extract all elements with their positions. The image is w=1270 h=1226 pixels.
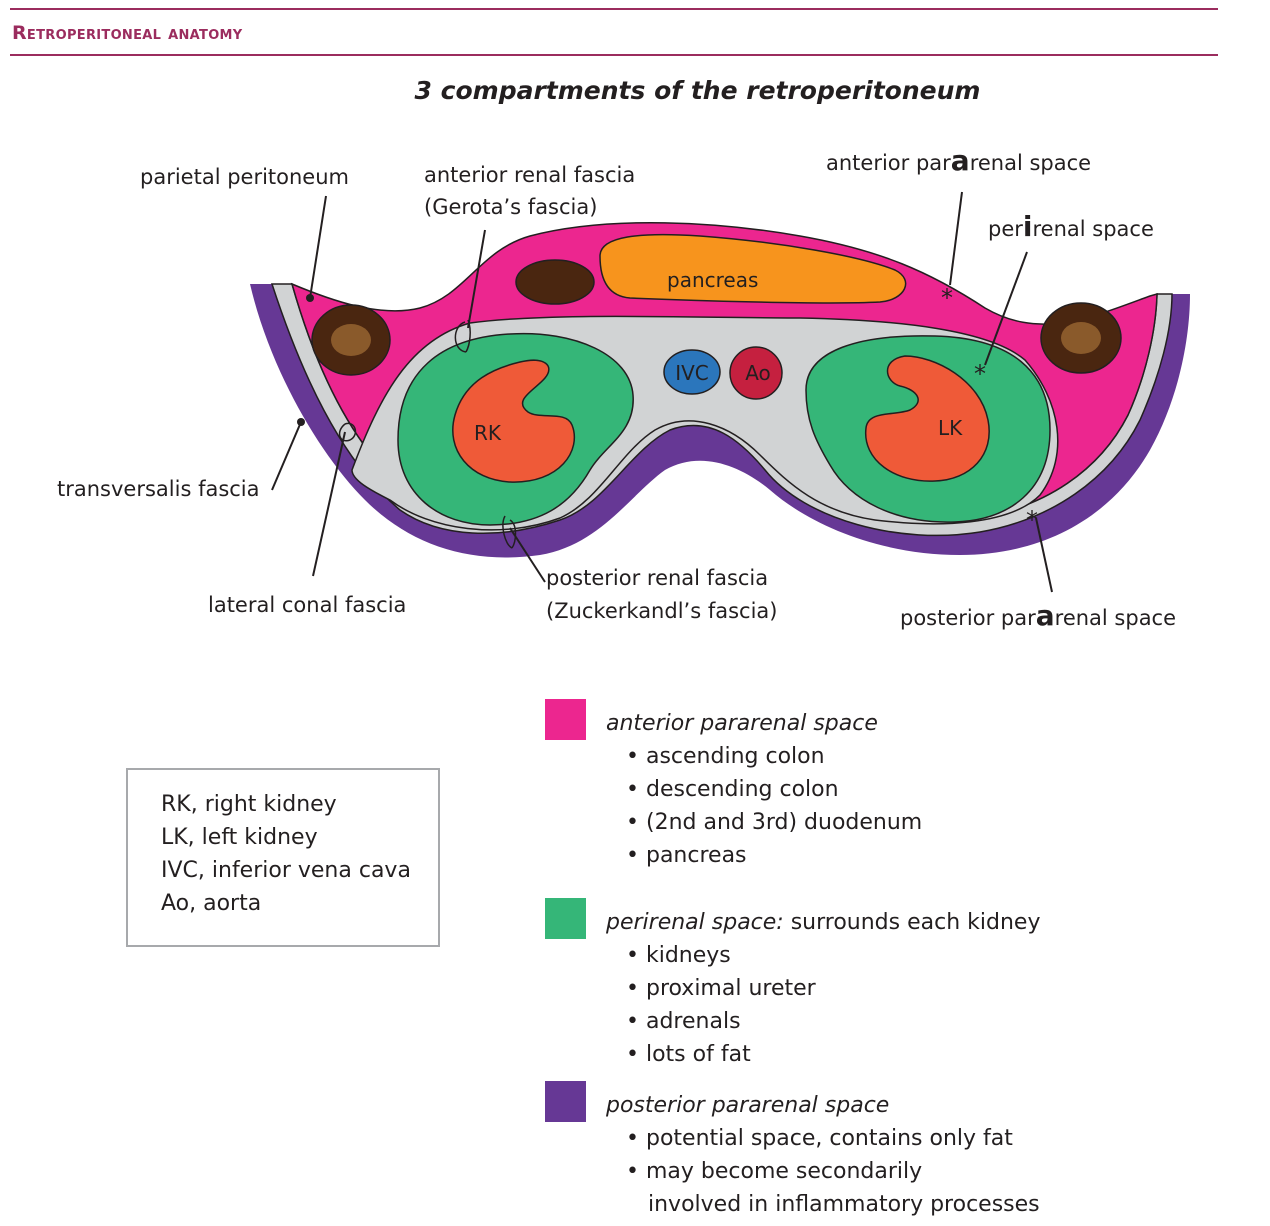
abbreviation-rk: RK, right kidney	[161, 792, 337, 817]
asterisk-perirenal: *	[974, 360, 986, 388]
legend-item: adrenals	[626, 1005, 1040, 1038]
legend-item: proximal ureter	[626, 972, 1040, 1005]
retroperitoneum-diagram: * * * parietal peritoneum anterior renal…	[57, 144, 1190, 632]
leader-parietal-peritoneum	[309, 195, 327, 299]
abbreviation-ao: Ao, aorta	[161, 891, 262, 916]
asterisk-anterior-pararenal: *	[941, 284, 953, 312]
label-pancreas: pancreas	[667, 268, 758, 292]
label-lateral-conal-fascia: lateral conal fascia	[208, 593, 406, 617]
legend-perirenal-list: kidneys proximal ureter adrenals lots of…	[606, 939, 1040, 1071]
section-title: Retroperitoneal anatomy	[12, 22, 243, 44]
legend-item: kidneys	[626, 939, 1040, 972]
label-ivc: IVC	[675, 361, 709, 385]
leader-perirenal	[984, 251, 1028, 366]
label-anterior-pararenal-space: anterior pararenal space	[826, 144, 1091, 177]
swatch-anterior-pararenal	[545, 699, 586, 740]
legend-perirenal-text: perirenal space: surrounds each kidney k…	[606, 906, 1040, 1071]
label-transversalis-fascia: transversalis fascia	[57, 477, 260, 501]
legend-posterior-continuation: involved in inflammatory processes	[648, 1192, 1040, 1217]
lateral-conal-fascia-marker	[338, 422, 357, 442]
top-rule	[10, 8, 1218, 10]
legend-item: lots of fat	[626, 1038, 1040, 1071]
legend-perirenal-heading: perirenal space:	[606, 910, 784, 935]
pancreas-shape	[599, 233, 907, 304]
abbreviation-ivc: IVC, inferior vena cava	[161, 858, 411, 883]
label-anterior-renal-fascia: anterior renal fascia	[424, 163, 635, 187]
diagram-title: 3 compartments of the retroperitoneum	[414, 76, 981, 105]
asterisk-posterior-pararenal: *	[1026, 506, 1038, 534]
abbreviation-box: RK, right kidney LK, left kidney IVC, in…	[126, 768, 440, 947]
legend-item: ascending colon	[626, 740, 922, 773]
leader-dot-transversalis	[297, 418, 305, 426]
left-kidney-shape	[865, 355, 990, 482]
legend-perirenal-heading-rest: surrounds each kidney	[783, 910, 1041, 935]
left-colon-lumen	[1061, 322, 1101, 354]
right-colon-lumen	[331, 324, 371, 356]
header-rule	[10, 54, 1218, 56]
label-parietal-peritoneum: parietal peritoneum	[140, 165, 349, 189]
duodenum	[515, 259, 595, 305]
label-zuckerkandls-fascia: (Zuckerkandl’s fascia)	[546, 599, 777, 623]
legend-item: (2nd and 3rd) duodenum	[626, 806, 922, 839]
legend-posterior-list: potential space, contains only fat may b…	[606, 1122, 1040, 1188]
leader-anterior-pararenal	[949, 191, 963, 286]
legend-item: pancreas	[626, 839, 922, 872]
legend-anterior-text: anterior pararenal space ascending colon…	[606, 707, 922, 872]
aorta-shape	[729, 346, 783, 400]
swatch-perirenal	[545, 898, 586, 939]
legend-item: descending colon	[626, 773, 922, 806]
label-left-kidney: LK	[938, 416, 963, 440]
label-aorta: Ao	[745, 361, 771, 385]
swatch-posterior-pararenal	[545, 1081, 586, 1122]
posterior-renal-fascia-marker	[502, 515, 517, 549]
label-right-kidney: RK	[474, 421, 502, 445]
ivc-shape	[663, 349, 721, 395]
leader-posterior-renal-fascia	[509, 527, 546, 583]
abbreviation-lk: LK, left kidney	[161, 825, 318, 850]
label-posterior-renal-fascia: posterior renal fascia	[546, 566, 768, 590]
leader-posterior-pararenal	[1035, 517, 1053, 593]
leader-lateral-conal-fascia	[312, 431, 346, 577]
label-perirenal-space: perirenal space	[988, 210, 1154, 243]
label-posterior-pararenal-space: posterior pararenal space	[900, 599, 1176, 632]
leader-dot-peritoneum	[306, 294, 314, 302]
leader-anterior-renal-fascia	[467, 229, 486, 329]
legend-posterior-text: posterior pararenal space potential spac…	[606, 1089, 1040, 1221]
legend-item: potential space, contains only fat	[626, 1122, 1040, 1155]
legend-posterior-heading: posterior pararenal space	[606, 1093, 890, 1118]
label-gerotas-fascia: (Gerota’s fascia)	[424, 195, 597, 219]
right-kidney-shape	[452, 359, 576, 483]
leader-transversalis-fascia	[271, 421, 302, 491]
legend-perirenal-heading-line: perirenal space: surrounds each kidney	[606, 906, 1040, 939]
legend-item: may become secondarily	[626, 1155, 1040, 1188]
legend-anterior-list: ascending colon descending colon (2nd an…	[606, 740, 922, 872]
legend-anterior-heading: anterior pararenal space	[606, 711, 878, 736]
